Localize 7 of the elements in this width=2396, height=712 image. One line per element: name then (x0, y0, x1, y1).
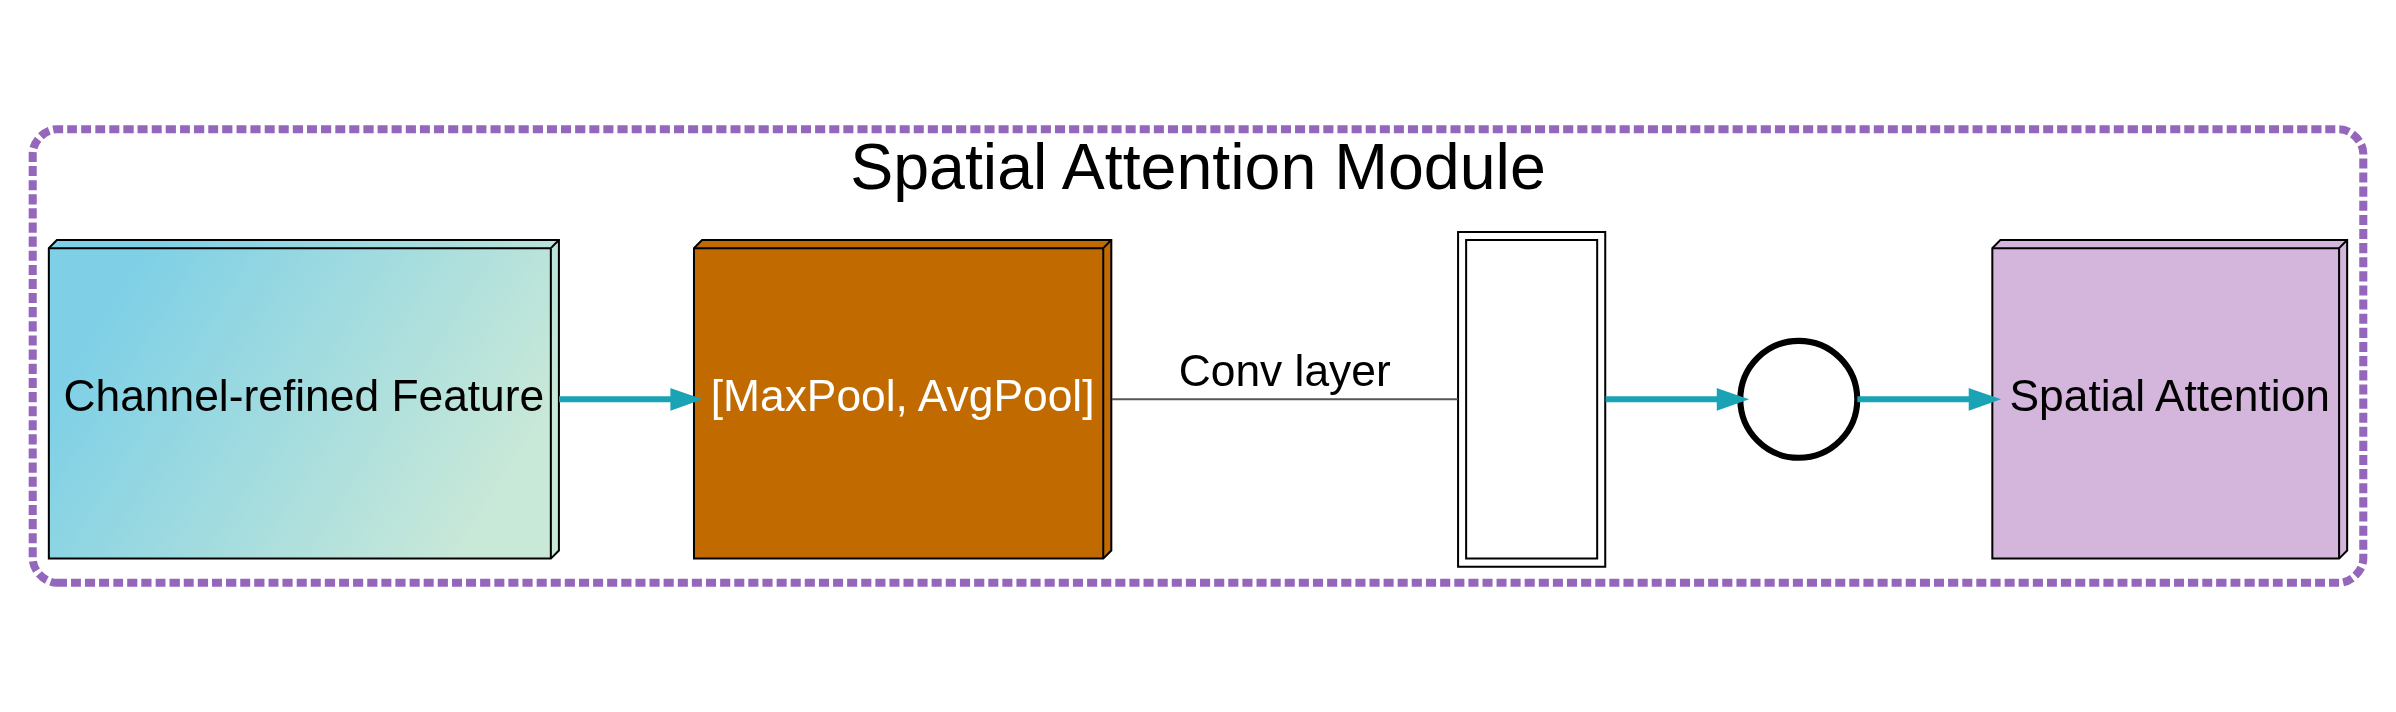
arrow (1857, 388, 2002, 411)
edge-label: Conv layer (1178, 346, 1391, 396)
node-box (1457, 231, 1607, 568)
arrow (1605, 388, 1750, 411)
node-circle (1737, 337, 1861, 461)
connector (1111, 398, 1458, 401)
arrow (558, 388, 703, 411)
